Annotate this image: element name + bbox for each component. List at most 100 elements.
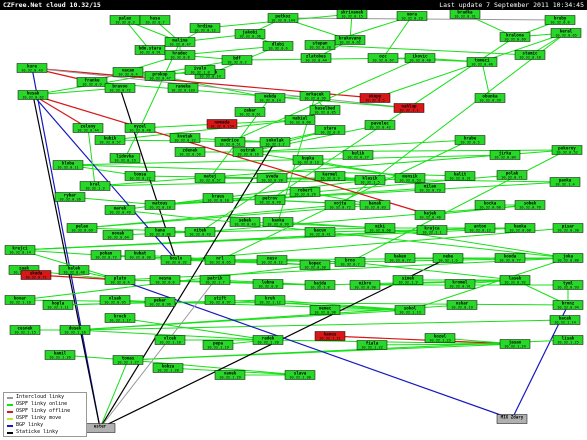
node-mix-zdary[interactable]: MIX Zdary (496, 414, 528, 424)
node-ester[interactable]: ester (84, 423, 116, 433)
